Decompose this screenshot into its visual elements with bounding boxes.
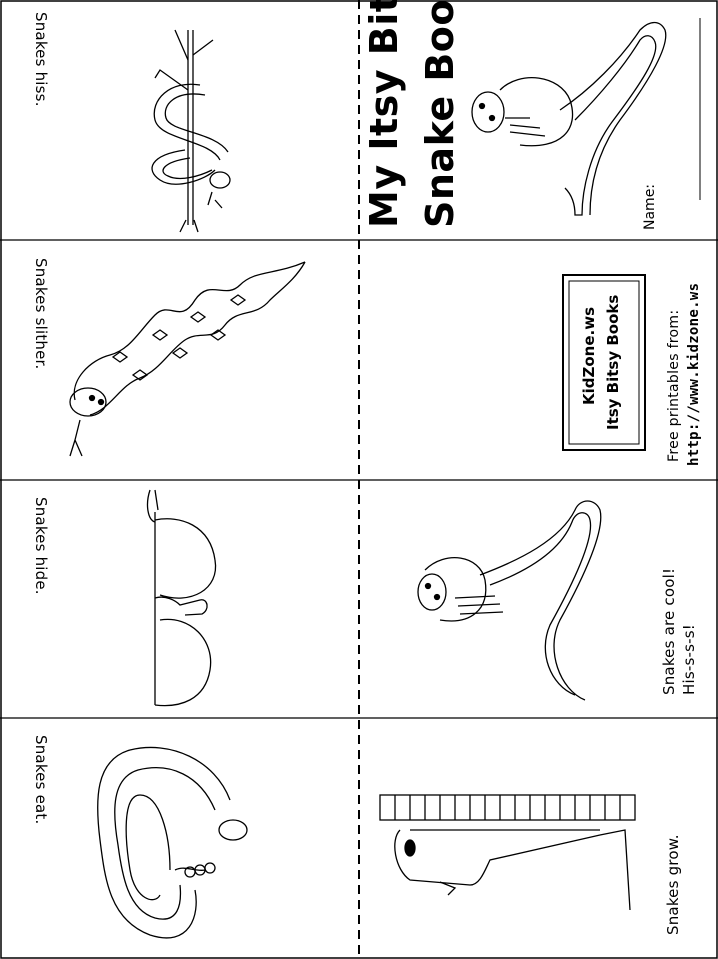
caption-grow: Snakes grow.	[664, 834, 682, 935]
kidzone-box-border	[562, 274, 646, 451]
coiled-snake-illustration	[96, 746, 248, 939]
cobra-illustration-cover	[471, 21, 667, 216]
caption-slither: Snakes slither.	[32, 258, 50, 370]
slithering-snake-illustration	[69, 261, 306, 457]
growing-snake-illustration	[379, 794, 636, 911]
caption-cool: Snakes are cool!	[660, 567, 678, 695]
hiding-snake-illustration	[146, 489, 217, 707]
snake-on-branch-illustration	[151, 29, 231, 233]
caption-eat: Snakes eat.	[32, 735, 50, 825]
caption-hide: Snakes hide.	[32, 497, 50, 595]
kidzone-box-title: KidZone.ws	[580, 306, 598, 405]
cobra-illustration-cool	[417, 500, 602, 701]
cover-title-line1: My Itsy Bitsy	[362, 0, 406, 228]
name-label: Name:	[642, 183, 658, 230]
kidzone-url[interactable]: http://www.kidzone.ws	[686, 282, 702, 466]
cover-title-line2: Snake Book	[418, 0, 462, 228]
caption-hiss: Snakes hiss.	[32, 12, 50, 107]
caption-hiss-sound: His-s-s-s!	[680, 624, 698, 695]
free-printables-text: Free printables from:	[666, 309, 682, 462]
kidzone-box-subtitle: Itsy Bitsy Books	[604, 294, 622, 430]
